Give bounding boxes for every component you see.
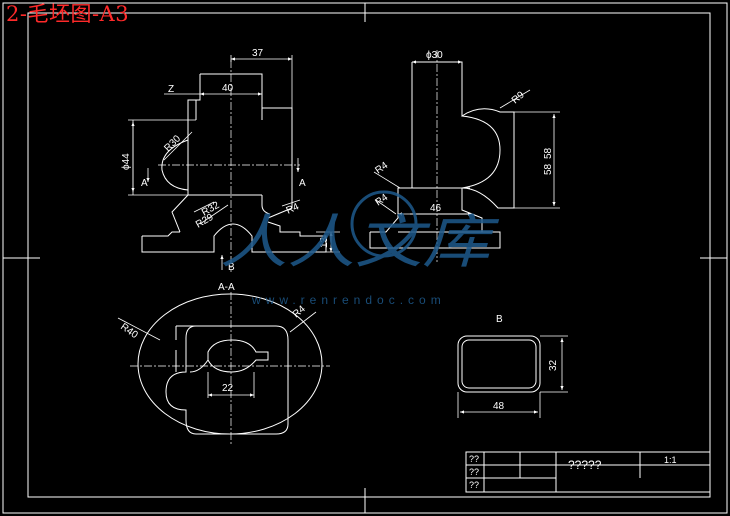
centering-marks <box>3 3 727 513</box>
dim-40: 40 <box>222 83 234 94</box>
inner-border <box>27 12 711 498</box>
side-dim-text: ϕ30 R9 58 58 R4 R4 46 <box>373 50 554 214</box>
dim-r4-front: R4 <box>285 201 302 217</box>
view-b <box>457 335 541 393</box>
dim-32: 32 <box>548 359 559 371</box>
front-dimensions <box>128 55 340 270</box>
view-mark-b: B <box>228 262 235 273</box>
title-block-label-b: ?? <box>469 467 479 477</box>
dim-r40: R40 <box>118 321 140 341</box>
watermark-url: www.renrendoc.com <box>251 293 446 307</box>
scale-value: 1:1 <box>664 455 677 465</box>
part-name: ????? <box>568 458 602 472</box>
dim-48: 48 <box>493 401 505 412</box>
dim-r4-side-1: R4 <box>373 160 390 177</box>
dim-58b: 58 <box>543 147 554 159</box>
section-label-aa: A-A <box>218 282 235 293</box>
title-block-text: ?? ?? ?? ????? 1:1 <box>469 454 677 490</box>
section-mark-a-left: A <box>141 178 148 189</box>
dim-46: 46 <box>430 203 442 214</box>
dim-z: Z <box>168 84 174 95</box>
dim-37: 37 <box>252 48 264 59</box>
view-label-b: B <box>496 314 503 325</box>
section-mark-a-right: A <box>299 178 306 189</box>
section-dimensions <box>117 311 317 398</box>
view-b-dimensions <box>457 335 568 418</box>
view-b-text: B 32 48 <box>493 314 559 412</box>
dim-r9: R9 <box>510 89 527 106</box>
dim-22: 22 <box>222 383 234 394</box>
title-block <box>465 451 711 493</box>
watermark-logo-text: 人人文库 <box>220 210 499 275</box>
watermark-logo-ring <box>350 190 418 258</box>
side-dimensions <box>373 60 560 216</box>
dim-r-top: R30 <box>162 133 183 154</box>
dim-58: 58 <box>543 163 554 175</box>
title-block-label-a: ?? <box>469 454 479 464</box>
dim-13: 13 <box>319 236 330 248</box>
section-centerlines <box>130 292 330 446</box>
dim-dia30: ϕ30 <box>426 50 443 61</box>
dim-dia44: ϕ44 <box>121 153 132 170</box>
drawing-title: 2-毛坯图-A3 <box>6 2 130 26</box>
front-view <box>141 73 327 253</box>
watermark: 人人文库 www.renrendoc.com <box>220 190 499 307</box>
title-block-label-c: ?? <box>469 480 479 490</box>
